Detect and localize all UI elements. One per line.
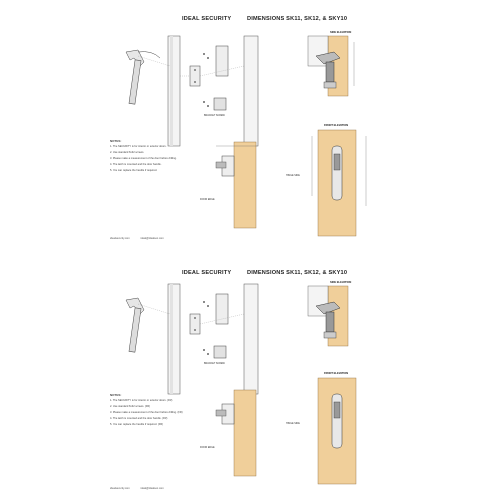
footer-email: ideal@idealsec.com: [140, 487, 164, 490]
note-item: 5. You can replace the handle if require…: [110, 422, 164, 426]
note-item: 1. The SECURITY is for interior or exter…: [110, 145, 167, 149]
note-item: 1. The SECURITY is for interior or exter…: [110, 399, 173, 403]
sheet-footer: idealsecurity.com ideal@idealsec.com: [110, 237, 174, 240]
dimensions-heading: DIMENSIONS SK11, SK12, & SKY10: [246, 16, 348, 22]
hinge-side-label: HINGE SIDE: [286, 422, 300, 425]
brand-name: IDEAL SECURITY: [182, 16, 232, 22]
door-edge-label: DOOR EDGE: [200, 446, 215, 449]
dimensions-heading: DIMENSIONS SK11, SK12, & SKY10: [246, 270, 348, 276]
bracket-screw-label: BRACKET SCREW: [204, 114, 226, 117]
hinge-side-label: HINGE SIDE: [286, 174, 300, 177]
diagram-illustrations: BRACKET SCREW SIDE ELEVATION DOOR EDGE H…: [125, 280, 357, 485]
exploded-view: BRACKET SCREW: [125, 35, 259, 147]
instruction-sheet-english: IDEAL SECURITY DIMENSIONS SK11, SK12, & …: [104, 6, 404, 246]
front-elevation-view: HINGE SIDE FRONT ELEVATION: [286, 371, 357, 485]
notes-title: NOTES:: [110, 139, 122, 143]
instruction-sheet-french: IDEAL SECURITY DIMENSIONS SK11, SK12, & …: [104, 260, 404, 496]
sheet-title: IDEAL SECURITY DIMENSIONS SK11, SK12, & …: [182, 270, 347, 276]
brand-name: IDEAL SECURITY: [182, 270, 232, 276]
exploded-view: BRACKET SCREW: [125, 283, 259, 395]
front-elevation-view: HINGE SIDE FRONT ELEVATION: [286, 123, 367, 237]
note-item: 4. The latch is mounted and the door han…: [110, 416, 168, 420]
side-elevation-view: SIDE ELEVATION: [307, 30, 355, 97]
sheet-footer: idealsecurity.com ideal@idealsec.com: [110, 487, 174, 490]
note-item: 3. Please make a measurement of the door…: [110, 157, 177, 160]
notes-section: NOTES: 1. The SECURITY is for interior o…: [110, 139, 210, 174]
bracket-screw-label: BRACKET SCREW: [204, 362, 226, 365]
notes-section: NOTES: 1. The SECURITY is for interior o…: [110, 393, 210, 428]
door-edge-view: DOOR EDGE: [200, 141, 257, 229]
note-item: 4. The latch is mounted and the door han…: [110, 162, 162, 166]
note-item: 5. You can replace the handle if require…: [110, 168, 158, 172]
front-elevation-label: FRONT ELEVATION: [324, 123, 348, 127]
diagram-illustrations: BRACKET SCREW SIDE ELEVATION DOOR EDGE: [125, 30, 367, 237]
notes-title: NOTES:: [110, 393, 122, 397]
door-edge-label: DOOR EDGE: [200, 198, 215, 201]
footer-website: idealsecurity.com: [110, 487, 130, 490]
sheet-title: IDEAL SECURITY DIMENSIONS SK11, SK12, & …: [182, 16, 347, 22]
door-edge-view: DOOR EDGE: [200, 389, 257, 477]
footer-email: ideal@idealsec.com: [140, 237, 164, 240]
side-elevation-label: SIDE ELEVATION: [330, 30, 351, 34]
footer-website: idealsecurity.com: [110, 237, 130, 240]
note-item: 3. Please make a measurement of the door…: [110, 411, 183, 414]
side-elevation-view: SIDE ELEVATION: [307, 280, 351, 347]
front-elevation-label: FRONT ELEVATION: [324, 371, 348, 375]
side-elevation-label: SIDE ELEVATION: [330, 280, 351, 284]
note-item: 2. Use standard 6x32 screws.: [110, 151, 145, 155]
note-item: 2. Use standard 6x32 screws. (FR): [110, 405, 151, 409]
